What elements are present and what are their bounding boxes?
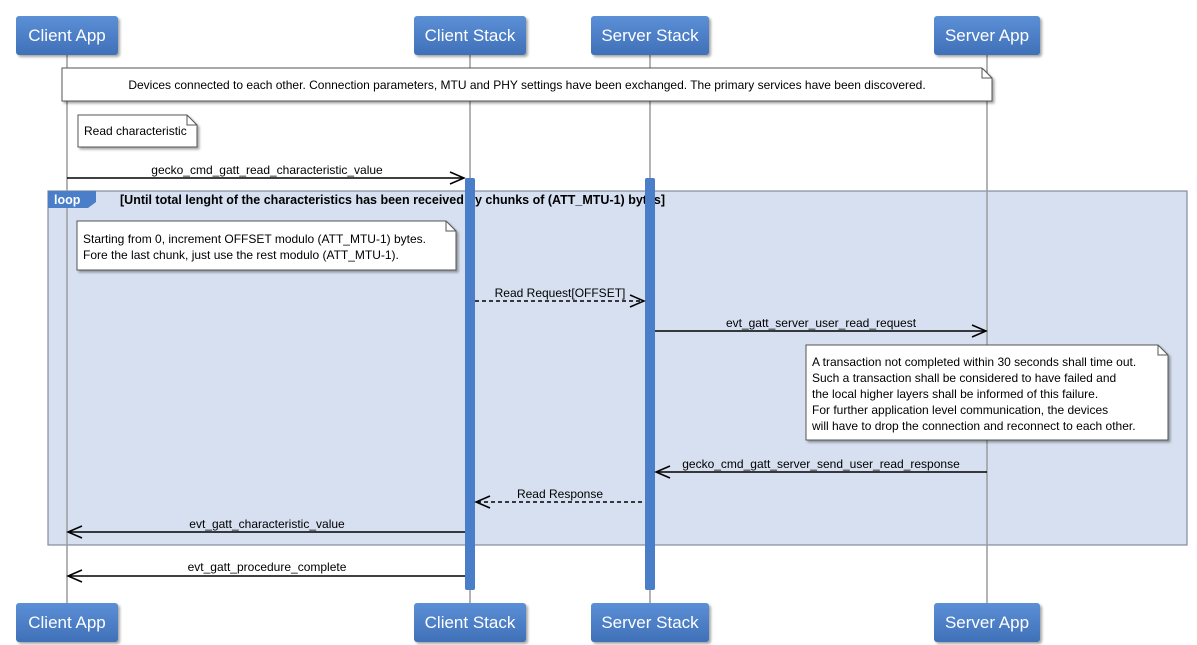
actor-label: Client App [28,613,106,632]
message-read-response: Read Response [474,487,645,509]
note-timeout-line-4: For further application level communicat… [812,403,1108,417]
message-label: Read Response [517,487,603,501]
message-read-request: Read Request[OFFSET] [475,286,646,308]
actor-label: Server App [945,26,1029,45]
message-label: evt_gatt_server_user_read_request [726,316,917,330]
actor-server-app-bottom[interactable]: Server App [934,603,1040,642]
note-timeout: A transaction not completed within 30 se… [805,344,1169,441]
actor-label: Server Stack [601,613,699,632]
message-user-read-request: evt_gatt_server_user_read_request [655,316,988,338]
message-characteristic-value: evt_gatt_characteristic_value [66,517,465,539]
actor-client-app-top[interactable]: Client App [16,16,118,55]
actor-server-app-top[interactable]: Server App [934,16,1040,55]
message-label: evt_gatt_procedure_complete [188,560,347,574]
note-preamble: Devices connected to each other. Connect… [61,67,993,102]
note-preamble-text: Devices connected to each other. Connect… [128,78,925,92]
activation-client-stack [465,178,475,590]
note-read-characteristic: Read characteristic [77,114,198,148]
note-timeout-line-5: will have to drop the connection and rec… [811,419,1136,433]
note-timeout-line-1: A transaction not completed within 30 se… [812,355,1136,369]
message-label: evt_gatt_characteristic_value [189,517,345,531]
activation-server-stack [645,178,655,590]
message-label: gecko_cmd_gatt_server_send_user_read_res… [682,457,960,471]
note-offset-line-1: Starting from 0, increment OFFSET modulo… [83,232,426,246]
note-timeout-line-2: Such a transaction shall be considered t… [812,371,1116,385]
loop-tag [48,191,96,208]
actor-label: Server App [945,613,1029,632]
actor-label: Client App [28,26,106,45]
note-offset: Starting from 0, increment OFFSET modulo… [76,220,457,271]
actor-server-stack-bottom[interactable]: Server Stack [591,603,709,642]
note-read-characteristic-text: Read characteristic [84,124,187,138]
actor-server-stack-top[interactable]: Server Stack [591,16,709,55]
note-timeout-line-3: the local higher layers shall be informe… [812,387,1098,401]
loop-tag-label: loop [54,193,81,207]
message-read-cmd: gecko_cmd_gatt_read_characteristic_value [67,163,466,185]
actor-client-app-bottom[interactable]: Client App [16,603,118,642]
message-send-user-read-response: gecko_cmd_gatt_server_send_user_read_res… [654,457,987,479]
note-offset-line-2: Fore the last chunk, just use the rest m… [83,248,399,262]
message-label: gecko_cmd_gatt_read_characteristic_value [151,163,383,177]
actor-client-stack-top[interactable]: Client Stack [414,16,526,55]
actor-label: Client Stack [425,26,516,45]
loop-condition: [Until total lenght of the characteristi… [120,193,665,207]
message-label: Read Request[OFFSET] [495,286,626,300]
actor-client-stack-bottom[interactable]: Client Stack [414,603,526,642]
message-procedure-complete: evt_gatt_procedure_complete [66,560,465,583]
actor-label: Server Stack [601,26,699,45]
actor-label: Client Stack [425,613,516,632]
